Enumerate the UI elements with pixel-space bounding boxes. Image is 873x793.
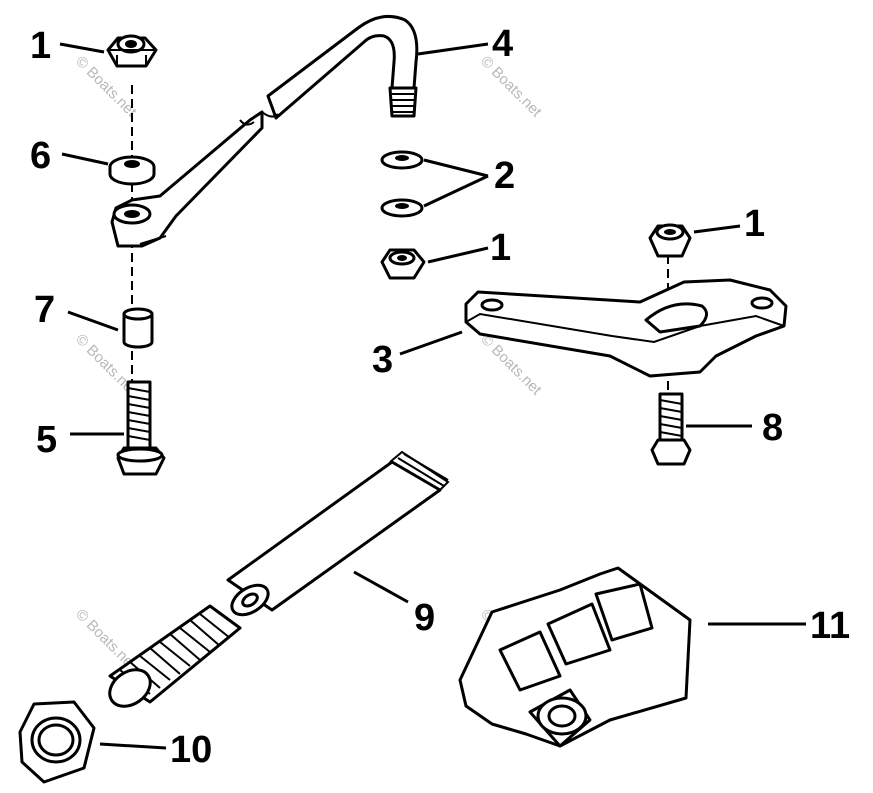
callouts: 1 6 7 5 4 2 1 1 3 8 9 11 10 — [30, 23, 850, 771]
spacer-7 — [122, 307, 154, 349]
leader-lines — [59, 42, 806, 750]
callout-2: 2 — [494, 155, 515, 197]
yoke-11 — [458, 566, 692, 748]
callout-3: 3 — [372, 339, 393, 381]
bolt-8 — [650, 392, 692, 466]
callout-11: 11 — [810, 605, 850, 647]
washer-6 — [108, 155, 156, 186]
callout-1-right: 1 — [744, 203, 765, 245]
washers-2 — [380, 150, 424, 218]
callout-5: 5 — [36, 419, 57, 461]
bracket-3 — [464, 278, 788, 378]
callout-7: 7 — [34, 289, 55, 331]
callout-6: 6 — [30, 135, 51, 177]
lock-nut-right — [648, 223, 692, 258]
lock-nut-middle — [380, 248, 426, 280]
callout-1-upper-left: 1 — [30, 25, 51, 67]
hex-nut-10 — [18, 700, 96, 784]
lock-nut-upper-left — [106, 34, 158, 68]
callout-10: 10 — [170, 729, 212, 771]
callout-4: 4 — [492, 23, 513, 65]
callout-9: 9 — [414, 597, 435, 639]
bolt-5 — [116, 380, 166, 476]
steering-link-rod — [110, 14, 419, 248]
callout-1-middle: 1 — [490, 227, 511, 269]
callout-8: 8 — [762, 407, 783, 449]
tube-9 — [108, 450, 450, 708]
